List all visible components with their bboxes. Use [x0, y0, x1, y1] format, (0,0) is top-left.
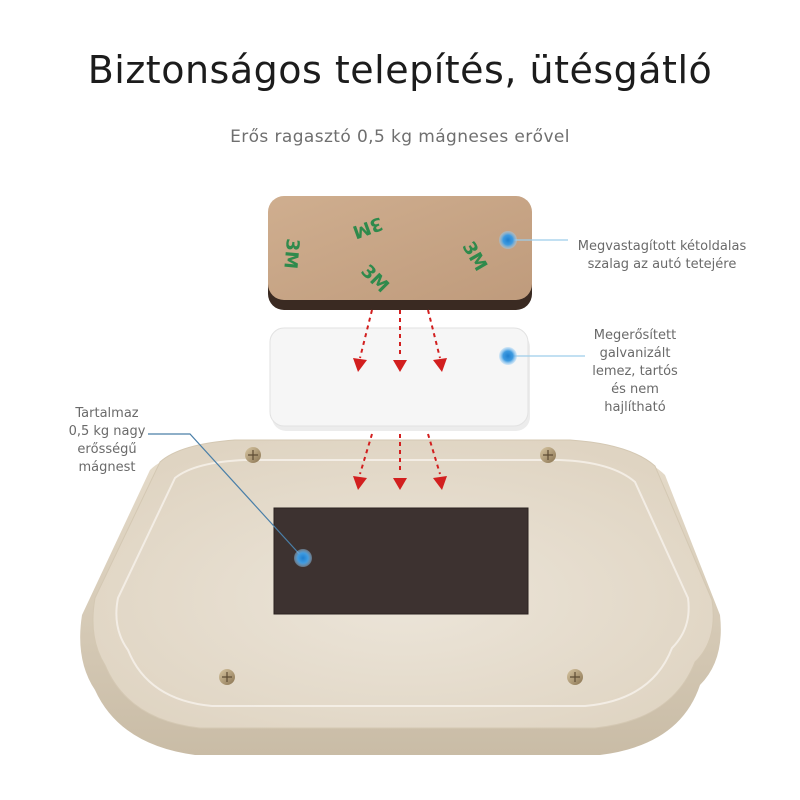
- magnet-block: [274, 508, 528, 614]
- screw-icon: [567, 669, 583, 685]
- callout-magnet-pointer: [148, 433, 312, 567]
- base-inner-rim: [115, 459, 690, 707]
- callout-tape-pointer: [499, 231, 568, 249]
- adhesive-tape: 3M 3M 3M 3M: [268, 196, 532, 310]
- callout-tape: Megvastagított kétoldalas szalag az autó…: [577, 239, 747, 272]
- arrowhead: [353, 358, 367, 372]
- arrow-group-lower: [353, 433, 447, 490]
- screw-icon: [540, 447, 556, 463]
- arrowhead: [433, 476, 447, 490]
- arrowhead: [393, 478, 407, 490]
- marker-dot-icon: [294, 549, 312, 567]
- arrowhead: [353, 476, 367, 490]
- arrow-group-upper: [353, 309, 447, 372]
- screw-icon: [245, 447, 261, 463]
- callout-magnet: Tartalmaz 0,5 kg nagy erősségű mágnest: [68, 406, 146, 475]
- tape-logo-print: 3M: [279, 238, 303, 270]
- galvanized-plate: [269, 327, 530, 431]
- arrowhead: [393, 360, 407, 372]
- page-title: Biztonságos telepítés, ütésgátló: [87, 48, 713, 92]
- arrowhead: [433, 358, 447, 372]
- callout-plate: Megerősített galvanizált lemez, tartós é…: [592, 328, 678, 415]
- callout-plate-pointer: [499, 347, 585, 365]
- magnet-base: [80, 439, 721, 755]
- marker-dot-icon: [499, 231, 517, 249]
- marker-dot-icon: [499, 347, 517, 365]
- page-subtitle: Erős ragasztó 0,5 kg mágneses erővel: [230, 127, 570, 147]
- screw-icon: [219, 669, 235, 685]
